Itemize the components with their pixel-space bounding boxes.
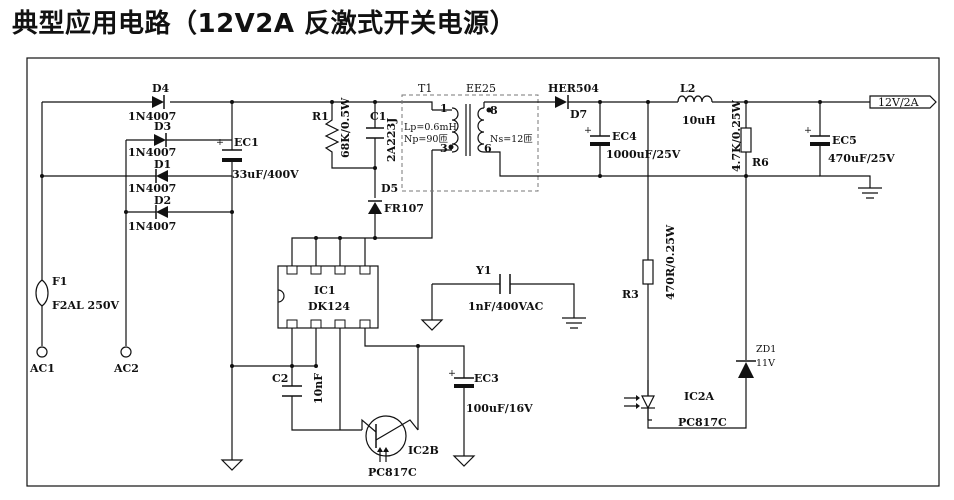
component-labels: D4 1N4007 D3 1N4007 D1 1N4007 D2 1N4007 … (29, 82, 920, 479)
bridge-rectifier (35, 95, 375, 358)
label-ic2b-part: PC817C (368, 466, 417, 479)
label-d1-part: 1N4007 (128, 182, 176, 195)
diode-d7 (555, 96, 567, 108)
label-y1: Y1 (475, 264, 492, 277)
opto-ic2a (624, 380, 690, 429)
label-d5-part: FR107 (384, 202, 424, 215)
label-ic1: IC1 (314, 284, 336, 297)
svg-text:+: + (216, 137, 224, 148)
svg-text:+: + (804, 125, 812, 136)
label-ic2a-part: PC817C (678, 416, 727, 429)
diode-d2 (156, 206, 168, 218)
label-ac2: AC2 (113, 362, 139, 375)
resistor-r3 (642, 259, 654, 285)
zener-zd1 (690, 360, 756, 429)
label-t1: T1 (418, 82, 432, 95)
label-c1: C1 (370, 110, 386, 123)
svg-text:+: + (448, 368, 456, 379)
label-d1: D1 (154, 158, 171, 171)
opto-ic2b (340, 415, 419, 462)
label-ic1-part: DK124 (308, 300, 350, 313)
label-f1-val: F2AL 250V (52, 299, 120, 312)
capacitor-ec1: + (216, 102, 244, 471)
label-ic2b: IC2B (408, 444, 439, 457)
label-ns: Ns=12匝 (490, 134, 533, 145)
label-l2: L2 (680, 82, 695, 95)
snubber-r1-c1 (324, 100, 384, 240)
label-ec3: EC3 (474, 372, 499, 385)
label-d3-part: 1N4007 (128, 146, 176, 159)
label-d4: D4 (152, 82, 170, 95)
label-t1-core: EE25 (466, 82, 496, 95)
output-terminal (869, 95, 937, 109)
label-ec1-val: 33uF/400V (232, 168, 299, 181)
capacitor-y1 (420, 274, 586, 331)
label-zd1: ZD1 (756, 344, 776, 355)
output-rail: + + (484, 95, 937, 421)
label-ec4: EC4 (612, 130, 637, 143)
diode-d1 (156, 170, 168, 182)
label-r6-val: 4.7K/0.25W (730, 99, 743, 172)
resistor-r6 (740, 127, 752, 153)
page-title: 典型应用电路（12V2A 反激式开关电源） (12, 9, 517, 39)
label-c1-val: 2A223J (385, 118, 398, 162)
label-f1: F1 (52, 275, 67, 288)
ic1-dk124 (232, 265, 419, 430)
label-ec5: EC5 (832, 134, 857, 147)
label-pin1: 1 (440, 102, 448, 115)
transformer-t1 (401, 94, 820, 192)
diode-d3 (154, 134, 166, 146)
label-np: Np=90匝 (404, 134, 448, 145)
terminal-ac1 (36, 346, 48, 358)
label-c2-val: 10nF (312, 373, 325, 404)
label-ec5-val: 470uF/25V (828, 152, 895, 165)
label-ic2a: IC2A (684, 390, 715, 403)
label-d4-part: 1N4007 (128, 110, 176, 123)
label-y1-val: 1nF/400VAC (468, 300, 544, 313)
label-r3-val: 470R/0.25W (664, 224, 677, 300)
label-pin8: 8 (490, 104, 498, 117)
terminal-ac2 (120, 346, 132, 358)
label-d5: D5 (381, 182, 398, 195)
label-d7-part: HER504 (548, 82, 599, 95)
label-ec3-val: 100uF/16V (466, 402, 533, 415)
label-ec1: EC1 (234, 136, 259, 149)
label-l2-val: 10uH (682, 114, 716, 127)
label-pin3: 3 (440, 142, 448, 155)
label-lp: Lp=0.6mH (404, 122, 457, 133)
inductor-l2 (677, 95, 713, 103)
label-d2: D2 (154, 194, 171, 207)
diode-d5 (368, 202, 382, 214)
label-ec4-val: 1000uF/25V (606, 148, 681, 161)
label-r3: R3 (622, 288, 639, 301)
schematic-frame (26, 57, 940, 487)
label-pin6: 6 (484, 142, 492, 155)
label-d3: D3 (154, 120, 171, 133)
label-d2-part: 1N4007 (128, 220, 176, 233)
svg-text:+: + (584, 125, 592, 136)
capacitor-c2 (282, 366, 340, 431)
label-out: 12V/2A (878, 96, 920, 109)
capacitor-ec3: + (416, 344, 476, 467)
fuse-f1 (35, 279, 49, 307)
label-r1: R1 (312, 110, 329, 123)
label-r1-val: 68K/0.5W (339, 97, 352, 158)
label-c2: C2 (272, 372, 288, 385)
label-ac1: AC1 (29, 362, 55, 375)
label-d7: D7 (570, 108, 587, 121)
label-zd1-val: 11V (756, 358, 775, 369)
diode-d4 (152, 96, 164, 108)
label-r6: R6 (752, 156, 769, 169)
